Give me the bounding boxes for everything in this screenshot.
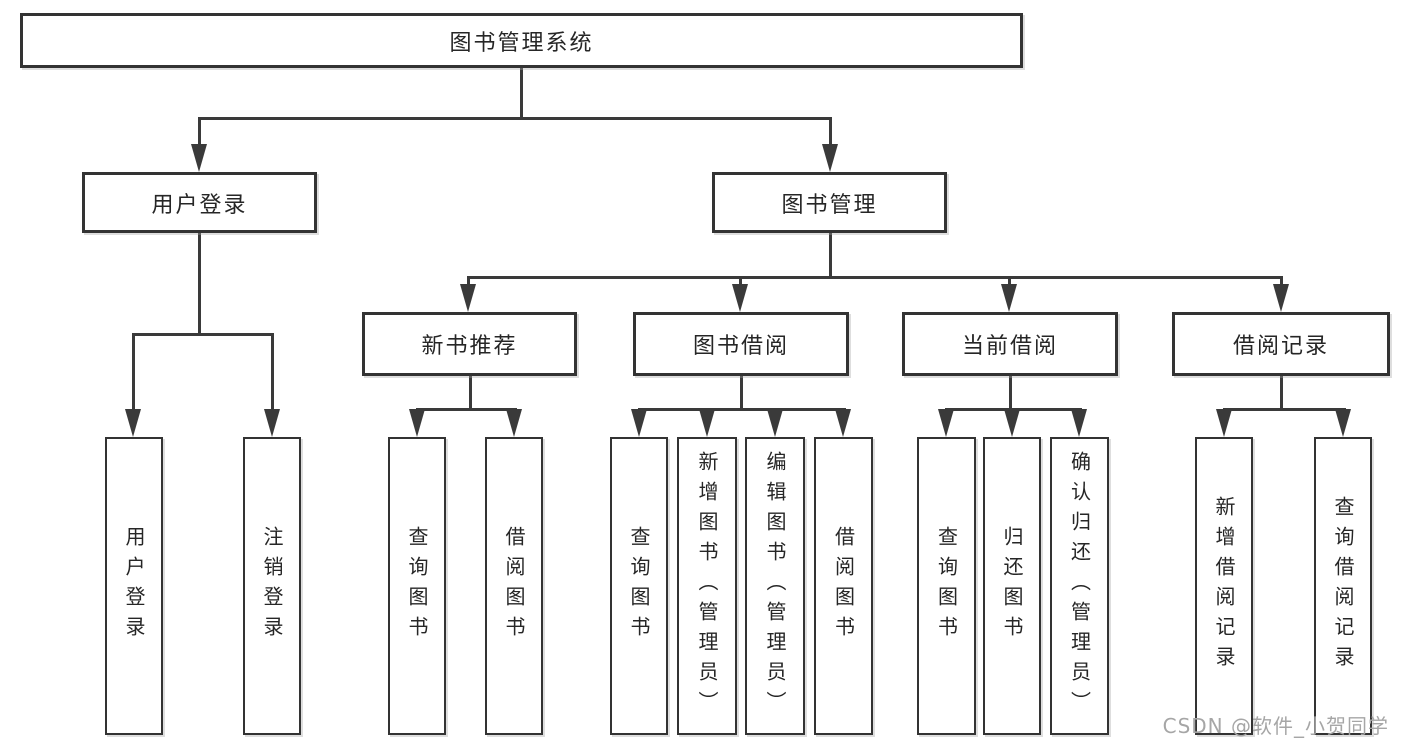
connector-line — [132, 333, 274, 336]
node-label: 新增借阅记录 — [1212, 496, 1236, 676]
connector-line — [467, 276, 470, 289]
node-label: 用户登录 — [151, 192, 248, 218]
leaf-borrow-books: 借阅图书 — [814, 437, 873, 735]
node-label: 用户登录 — [122, 526, 146, 646]
node-label: 注销登录 — [260, 526, 284, 646]
node-borrowing-records: 借阅记录 — [1172, 312, 1390, 376]
node-label: 借阅图书 — [831, 526, 856, 646]
node-label: 图书借阅 — [692, 334, 789, 359]
arrow-down-icon — [822, 144, 838, 172]
node-label: 查询图书 — [934, 526, 959, 646]
arrow-down-icon — [1216, 409, 1232, 437]
connector-line — [638, 408, 846, 411]
connector-line — [198, 117, 201, 148]
connector-line — [1008, 276, 1011, 289]
connector-line — [469, 374, 472, 411]
connector-line — [829, 232, 832, 279]
leaf-query-books-borrow: 查询图书 — [610, 437, 668, 735]
arrow-down-icon — [460, 284, 476, 312]
node-label: 查询图书 — [405, 526, 429, 646]
arrow-down-icon — [732, 284, 748, 312]
node-label: 归还图书 — [1000, 526, 1024, 646]
arrow-down-icon — [1335, 409, 1351, 437]
arrow-down-icon — [1004, 409, 1020, 437]
node-label: 新增图书（管理员） — [695, 451, 719, 721]
node-user-login: 用户登录 — [82, 172, 317, 233]
leaf-edit-books-admin: 编辑图书（管理员） — [745, 437, 805, 735]
leaf-add-books-admin: 新增图书（管理员） — [677, 437, 737, 735]
connector-line — [520, 68, 523, 118]
connector-line — [198, 117, 832, 120]
connector-line — [1280, 276, 1283, 289]
arrow-down-icon — [264, 409, 280, 437]
leaf-user-login: 用户登录 — [105, 437, 163, 735]
node-label: 图书管理 — [781, 192, 878, 218]
arrow-down-icon — [506, 409, 522, 437]
node-label: 新书推荐 — [421, 334, 518, 359]
node-label: 查询图书 — [627, 526, 651, 646]
arrow-down-icon — [938, 409, 954, 437]
node-book-management: 图书管理 — [712, 172, 947, 233]
node-label: 当前借阅 — [961, 334, 1058, 359]
arrow-down-icon — [125, 409, 141, 437]
leaf-query-books-recommend: 查询图书 — [388, 437, 446, 735]
connector-line — [1009, 374, 1012, 411]
arrow-down-icon — [191, 144, 207, 172]
connector-line — [1280, 374, 1283, 411]
connector-line — [467, 276, 1283, 279]
node-label: 借阅图书 — [502, 526, 526, 646]
arrow-down-icon — [631, 409, 647, 437]
leaf-query-books-current: 查询图书 — [917, 437, 976, 735]
node-new-book-recommendation: 新书推荐 — [362, 312, 577, 376]
leaf-query-borrowing-record: 查询借阅记录 — [1314, 437, 1372, 735]
connector-line — [198, 232, 201, 336]
connector-line — [740, 374, 743, 411]
arrow-down-icon — [835, 409, 851, 437]
arrow-down-icon — [409, 409, 425, 437]
arrow-down-icon — [1001, 284, 1017, 312]
connector-line — [271, 333, 274, 412]
node-library-management-system: 图书管理系统 — [20, 13, 1023, 68]
node-label: 确认归还（管理员） — [1067, 451, 1092, 721]
leaf-add-borrowing-record: 新增借阅记录 — [1195, 437, 1253, 735]
connector-line — [1223, 408, 1346, 411]
arrow-down-icon — [767, 409, 783, 437]
leaf-logout: 注销登录 — [243, 437, 301, 735]
node-label: 编辑图书（管理员） — [763, 451, 787, 721]
watermark: CSDN @软件_小贺同学 — [1162, 714, 1389, 738]
node-label: 借阅记录 — [1232, 334, 1329, 359]
arrow-down-icon — [699, 409, 715, 437]
node-current-borrowing: 当前借阅 — [902, 312, 1118, 376]
connector-line — [829, 117, 832, 148]
node-label: 查询借阅记录 — [1331, 496, 1355, 676]
node-book-borrowing: 图书借阅 — [633, 312, 849, 376]
arrow-down-icon — [1071, 409, 1087, 437]
leaf-confirm-return-admin: 确认归还（管理员） — [1050, 437, 1109, 735]
connector-line — [132, 333, 135, 412]
leaf-return-books: 归还图书 — [983, 437, 1041, 735]
node-label: 图书管理系统 — [449, 30, 594, 56]
connector-line — [416, 408, 517, 411]
leaf-borrow-books-recommend: 借阅图书 — [485, 437, 543, 735]
connector-line — [739, 276, 742, 289]
arrow-down-icon — [1273, 284, 1289, 312]
